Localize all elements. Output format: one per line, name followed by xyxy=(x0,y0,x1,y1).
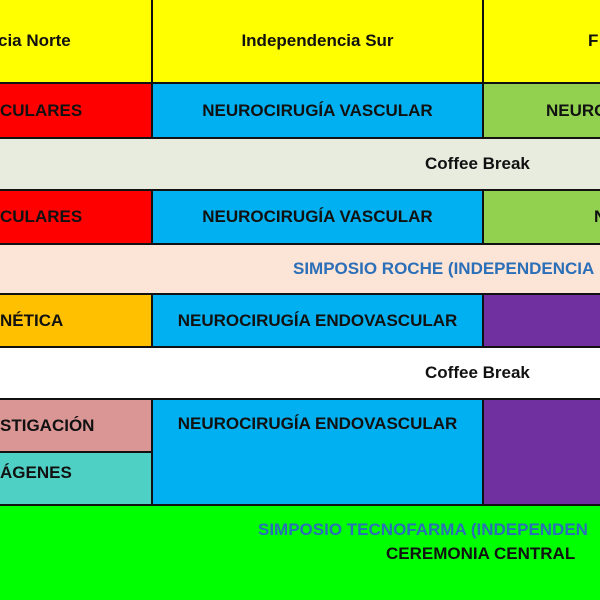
row3-col3 xyxy=(484,295,600,348)
row1-col1-label: CULARES xyxy=(0,100,83,120)
header-col3: F xyxy=(484,0,600,84)
row4-col2: NEUROCIRUGÍA ENDOVASCULAR xyxy=(153,400,484,506)
row4-col1-label: STIGACIÓN xyxy=(0,415,95,435)
row4-col1: STIGACIÓN xyxy=(0,400,153,453)
row3-col2: NEUROCIRUGÍA ENDOVASCULAR xyxy=(153,295,484,348)
row1-col3: NEURO xyxy=(484,84,600,139)
simposio-roche-label: SIMPOSIO ROCHE (INDEPENDENCIA xyxy=(293,259,595,278)
row5-col1-label: ÁGENES xyxy=(0,463,72,482)
row2-col3: N xyxy=(484,191,600,245)
closing-row: SIMPOSIO TECNOFARMA (INDEPENDEN CEREMONI… xyxy=(0,506,600,600)
coffee-break-row-2: Coffee Break xyxy=(0,348,600,400)
row1-col2: NEUROCIRUGÍA VASCULAR xyxy=(153,84,484,139)
simposio-roche-row: SIMPOSIO ROCHE (INDEPENDENCIA xyxy=(0,245,600,295)
row3-col1-label: NÉTICA xyxy=(0,310,64,330)
header-col1-label: cia Norte xyxy=(0,31,71,50)
row2-col2-label: NEUROCIRUGÍA VASCULAR xyxy=(202,207,433,226)
header-col3-label: F xyxy=(588,31,599,50)
coffee-break-row-1: Coffee Break xyxy=(0,139,600,191)
row4-col3 xyxy=(484,400,600,506)
row2-col1: CULARES xyxy=(0,191,153,245)
header-col2: Independencia Sur xyxy=(153,0,484,84)
row1-col3-label: NEURO xyxy=(546,100,600,120)
ceremonia-label: CEREMONIA CENTRAL xyxy=(386,544,576,563)
row2-col1-label: CULARES xyxy=(0,207,83,226)
row1-col1: CULARES xyxy=(0,84,153,139)
row4-col2-label: NEUROCIRUGÍA ENDOVASCULAR xyxy=(177,414,458,433)
header-col2-label: Independencia Sur xyxy=(241,31,394,50)
row2-col3-label: N xyxy=(594,207,600,227)
coffee-break-2-label: Coffee Break xyxy=(425,363,530,382)
header-col1: cia Norte xyxy=(0,0,153,84)
coffee-break-1-label: Coffee Break xyxy=(425,154,530,173)
row2-col2: NEUROCIRUGÍA VASCULAR xyxy=(153,191,484,245)
row3-col2-label: NEUROCIRUGÍA ENDOVASCULAR xyxy=(177,310,458,330)
row5-col1: ÁGENES xyxy=(0,453,153,506)
row1-col2-label: NEUROCIRUGÍA VASCULAR xyxy=(202,100,433,120)
row3-col1: NÉTICA xyxy=(0,295,153,348)
simposio-tecnofarma-label: SIMPOSIO TECNOFARMA (INDEPENDEN xyxy=(258,520,588,539)
